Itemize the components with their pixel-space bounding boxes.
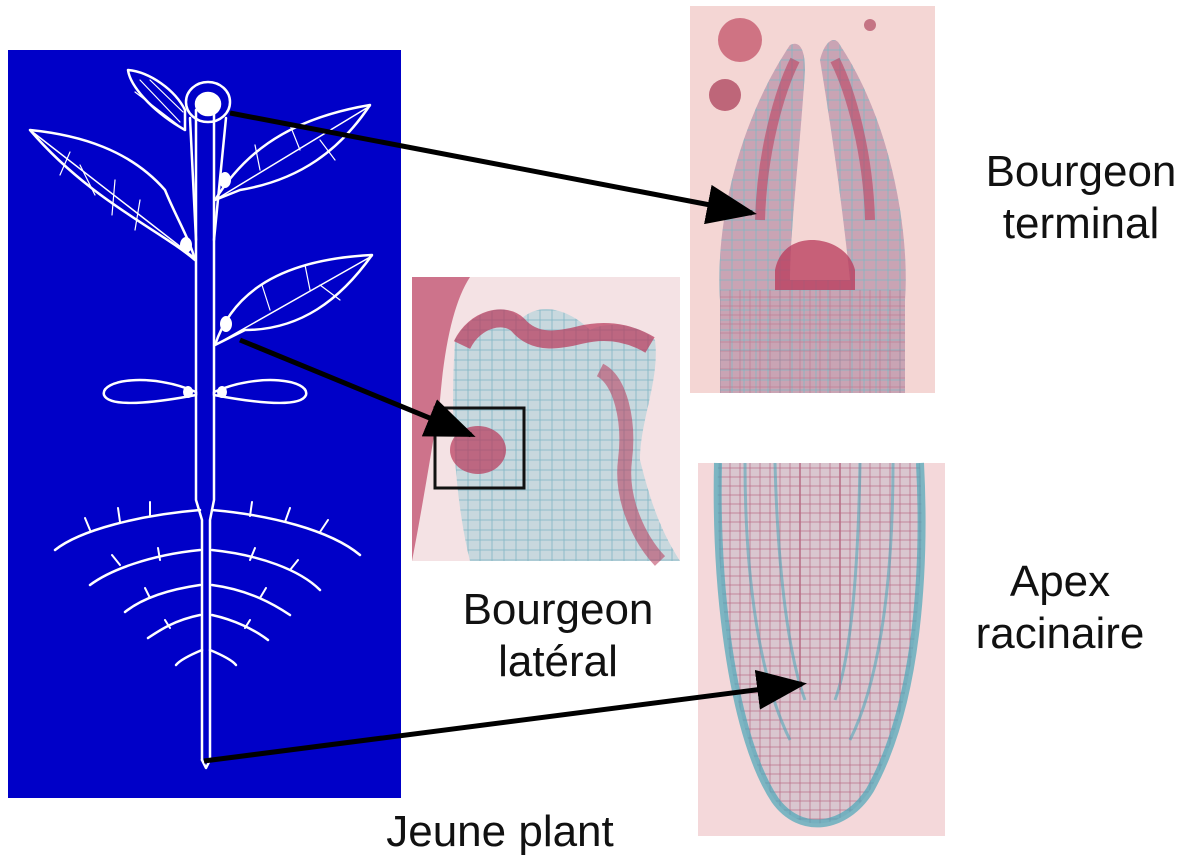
label-lateral-bud-line1: Bourgeon	[448, 584, 668, 636]
label-root-apex-line1: Apex	[955, 556, 1165, 608]
label-lateral-bud-line2: latéral	[448, 636, 668, 688]
terminal-bud-micrograph	[690, 6, 935, 393]
lateral-bud-micrograph	[412, 277, 680, 561]
label-root-apex-line2: racinaire	[955, 608, 1165, 660]
root-apex-micrograph	[698, 463, 945, 836]
label-root-apex: Apex racinaire	[955, 556, 1165, 660]
label-terminal-bud: Bourgeon terminal	[975, 146, 1187, 250]
label-terminal-bud-line2: terminal	[975, 198, 1187, 250]
label-lateral-bud: Bourgeon latéral	[448, 584, 668, 688]
label-terminal-bud-line1: Bourgeon	[975, 146, 1187, 198]
plant-drawing	[8, 50, 401, 798]
label-young-plant: Jeune plant	[360, 806, 640, 858]
